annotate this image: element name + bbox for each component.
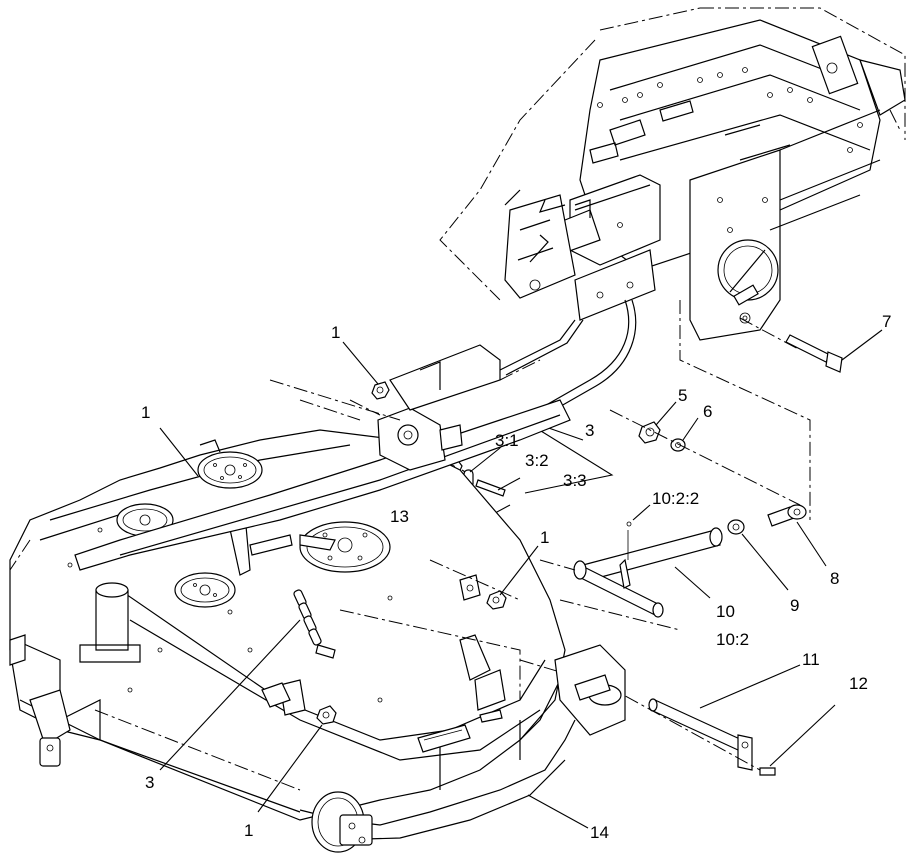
mower-deck [9, 429, 621, 821]
tractor-frame [439, 7, 906, 520]
part-1-nut-lower [257, 705, 337, 813]
callout-3-main: 3 [585, 421, 594, 440]
part-11-pin [648, 664, 801, 771]
callout-8: 8 [830, 569, 839, 588]
callout-7: 7 [882, 312, 891, 331]
part-12-pin [759, 704, 836, 776]
callout-3-bottom: 3 [145, 773, 154, 792]
callout-10: 10 [716, 602, 735, 621]
part-8-rod-end [767, 504, 827, 567]
callout-3-1: 3:1 [495, 431, 519, 450]
callout-12: 12 [849, 674, 868, 693]
callout-1-left: 1 [141, 403, 150, 422]
deck-lift-beam [74, 344, 571, 571]
leader-1-left [159, 427, 199, 477]
part-1-nut-right [486, 545, 539, 610]
part-9-washer [727, 519, 789, 591]
parts-5-6-hardware [609, 401, 801, 506]
callout-3-2: 3:2 [525, 451, 549, 470]
part-14-wheel-assembly [299, 644, 626, 853]
callout-10-2: 10:2 [716, 630, 749, 649]
part-7-bolt [785, 329, 883, 373]
callout-3-3: 3:3 [563, 471, 587, 490]
chain-assembly-lower [159, 589, 336, 771]
callout-9: 9 [790, 596, 799, 615]
callout-11: 11 [802, 650, 820, 669]
callout-1-top: 1 [331, 323, 340, 342]
part-10-lift-arm [539, 504, 723, 631]
part-1-nut-top [342, 341, 379, 385]
callout-5: 5 [678, 386, 687, 405]
callout-labels: 1 1 1 1 3 3:1 3:2 3:3 3 5 6 7 8 9 10 10:… [141, 312, 891, 842]
callout-1-bottom: 1 [244, 821, 253, 840]
callout-6: 6 [703, 402, 712, 421]
callout-10-2-2: 10:2:2 [652, 489, 699, 508]
callout-13: 13 [390, 507, 409, 526]
callout-14: 14 [590, 823, 609, 842]
callout-1-right: 1 [540, 528, 549, 547]
